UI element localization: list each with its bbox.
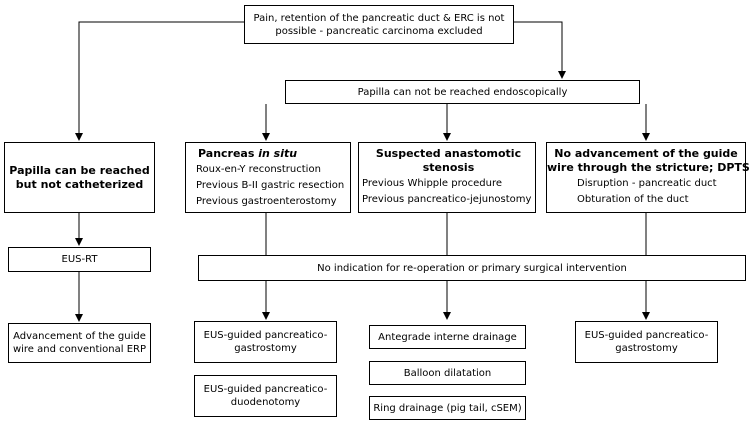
eus-gastrostomy-right-box: EUS-guided pancreatico- gastrostomy [575,321,718,363]
col4-title-1: No advancement of the guide [554,147,738,160]
ring-drainage-box: Ring drainage (pig tail, cSEM) [369,396,526,420]
eus-duodenotomy-box: EUS-guided pancreatico- duodenotomy [194,375,337,417]
col2-title-prefix: Pancreas [198,147,259,160]
advancement-box: Advancement of the guide wire and conven… [8,323,151,363]
col4-item-2: Obturation of the duct [577,194,689,205]
col3-title-1: Suspected anastomotic [375,147,522,160]
anastomotic-stenosis-box: Suspected anastomotic stenosis Previous … [358,142,536,213]
papilla-reached-box: Papilla can be reached but not catheteri… [4,142,155,213]
eus-duodeno-line-1: EUS-guided pancreatico- [203,384,328,395]
col2-title-italic: in situ [258,147,298,160]
col2-title: Pancreas in situ [196,147,350,161]
balloon-label: Balloon dilatation [403,367,492,379]
arrow-top-to-papilla [514,21,566,79]
start-line-2: possible - pancreatic carcinoma excluded [275,25,483,37]
col2-item-2: Previous B-II gastric resection [196,180,345,191]
col4-item-1: Disruption - pancreatic duct [577,178,717,189]
papilla-unreachable-label: Papilla can not be reached endoscopicall… [357,86,568,98]
col3-item-2: Previous pancreatico-jejunostomy [362,194,532,205]
eus-gastro-right-line-1: EUS-guided pancreatico- [584,330,709,341]
no-indication-label: No indication for re-operation or primar… [317,262,627,274]
eus-rt-label: EUS-RT [61,254,98,265]
col1-title-1: Papilla can be reached [9,163,150,177]
pancreas-in-situ-box: Pancreas in situ Roux-en-Y reconstructio… [185,142,351,213]
advancement-line-2: wire and conventional ERP [12,344,147,355]
no-indication-box: No indication for re-operation or primar… [198,255,746,281]
advancement-line-1: Advancement of the guide [13,331,146,342]
antegrade-label: Antegrade interne drainage [378,331,517,343]
eus-rt-box: EUS-RT [8,247,151,272]
col2-item-1: Roux-en-Y reconstruction [196,164,321,175]
start-box: Pain, retention of the pancreatic duct &… [244,5,514,44]
col4-title-2: wire through the stricture; DPTS [547,161,750,174]
no-advancement-box: No advancement of the guide wire through… [546,142,750,213]
col2-item-3: Previous gastroenterostomy [196,196,337,207]
col3-item-1: Previous Whipple procedure [362,178,502,189]
ring-label: Ring drainage (pig tail, cSEM) [373,402,522,414]
balloon-dilatation-box: Balloon dilatation [369,361,526,385]
col1-title-2: but not catheterized [15,177,144,191]
eus-gastrostomy-left-box: EUS-guided pancreatico- gastrostomy [194,321,337,363]
eus-gastro-left-line-2: gastrostomy [234,343,297,354]
start-line-1: Pain, retention of the pancreatic duct &… [253,12,505,24]
papilla-unreachable-box: Papilla can not be reached endoscopicall… [285,80,640,104]
col3-title-2: stenosis [422,161,475,174]
eus-duodeno-line-2: duodenotomy [230,397,301,408]
eus-gastro-right-line-2: gastrostomy [615,343,678,354]
eus-gastro-left-line-1: EUS-guided pancreatico- [203,330,328,341]
arrow-top-to-col1 [75,21,244,141]
antegrade-drainage-box: Antegrade interne drainage [369,325,526,349]
